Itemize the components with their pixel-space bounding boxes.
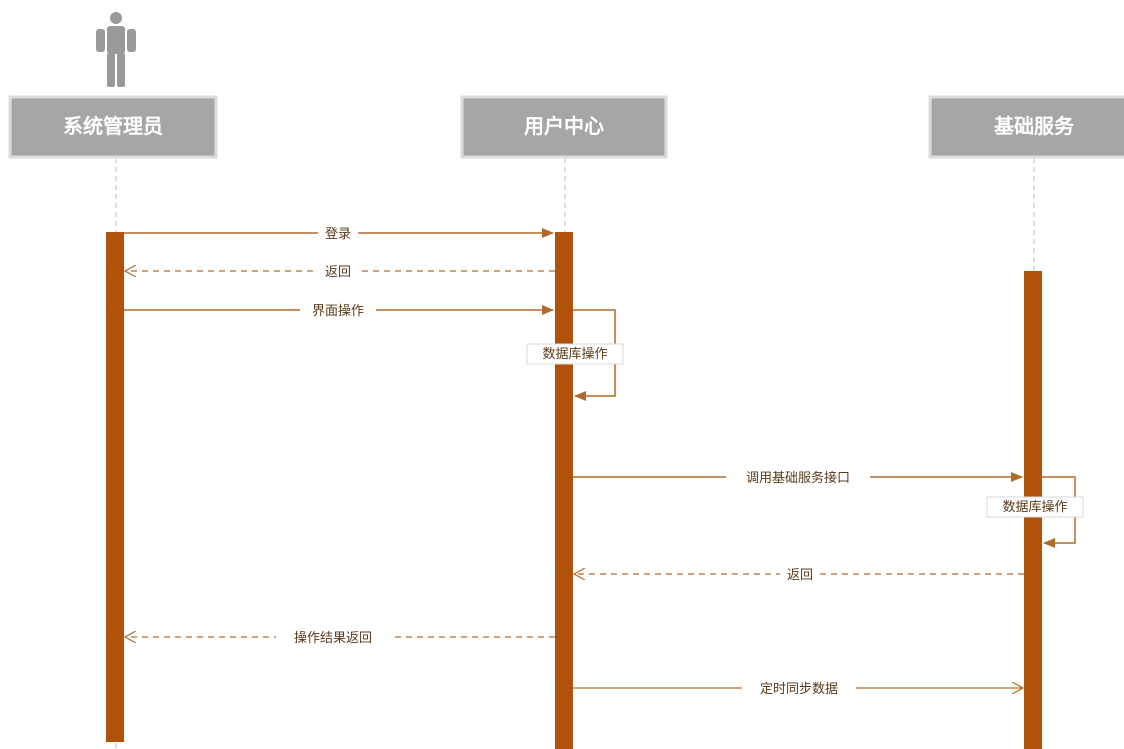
- participant-user-center: 用户中心: [460, 95, 668, 159]
- activation-admin: [106, 232, 124, 742]
- message-operation-result: 操作结果返回: [125, 629, 555, 646]
- participant-base-service-label: 基础服务: [994, 114, 1075, 138]
- message-return-2-label: 返回: [787, 568, 813, 583]
- message-operation-result-label: 操作结果返回: [294, 630, 372, 646]
- participant-base-service: 基础服务: [928, 95, 1124, 159]
- message-return-1: 返回: [125, 263, 555, 280]
- participant-admin-label: 系统管理员: [63, 114, 163, 138]
- participant-user-center-label: 用户中心: [524, 114, 604, 138]
- message-scheduled-sync-label: 定时同步数据: [760, 682, 838, 697]
- actor-person-icon: [96, 12, 136, 87]
- message-return-2: 返回: [574, 566, 1024, 583]
- message-db-operation-1: 数据库操作: [526, 309, 624, 401]
- message-call-base-service: 调用基础服务接口: [573, 469, 1023, 486]
- message-db-operation-2: 数据库操作: [986, 476, 1084, 548]
- message-ui-operation: 界面操作: [124, 302, 554, 319]
- message-db-operation-2-label: 数据库操作: [1002, 499, 1067, 515]
- message-db-operation-1-label: 数据库操作: [542, 346, 607, 362]
- message-ui-operation-label: 界面操作: [312, 303, 364, 319]
- message-login-label: 登录: [325, 227, 351, 242]
- activation-user-center: [555, 232, 573, 749]
- message-call-base-service-label: 调用基础服务接口: [746, 470, 850, 486]
- participant-admin: 系统管理员: [8, 95, 218, 159]
- message-return-1-label: 返回: [325, 265, 351, 280]
- message-scheduled-sync: 定时同步数据: [573, 680, 1023, 697]
- message-login: 登录: [124, 225, 554, 242]
